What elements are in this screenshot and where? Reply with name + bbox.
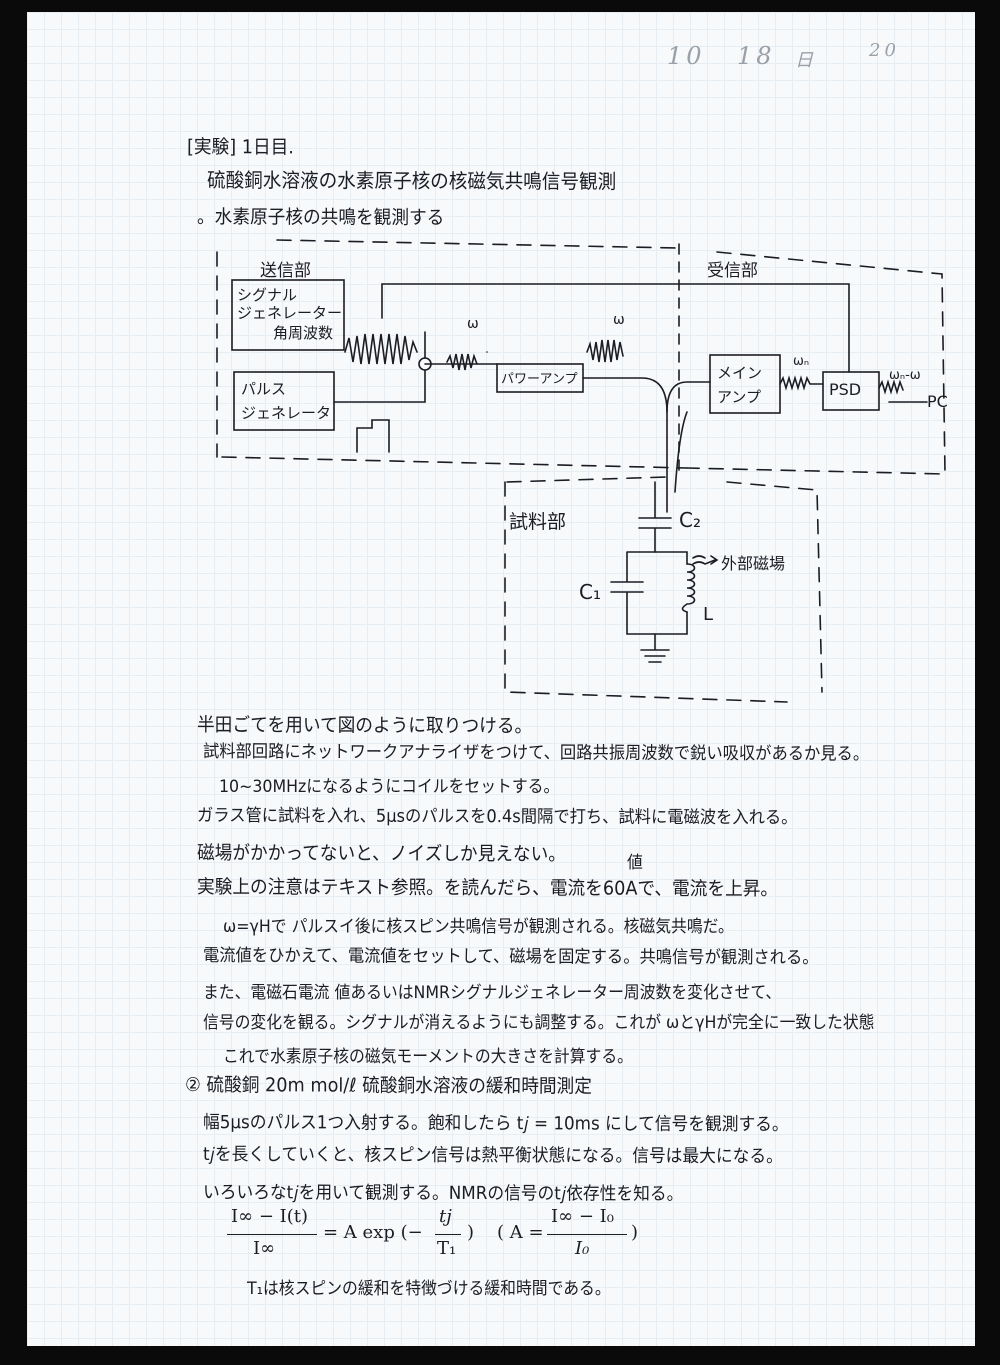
formula-close: ) [467,1222,475,1243]
formula-tj: tj [439,1206,452,1227]
signal-gen-label-3: 角周波数 [273,324,334,342]
note-line: 10~30MHzになるようにコイルをセットする。 [219,777,560,797]
pulse-gen-label-1: パルス [241,380,287,398]
note-line: ω=γHで パルスイ後に核スピン共鳴信号が観測される。核磁気共鳴だ。 [223,917,734,937]
main-amp-label-1: メイン [717,364,763,382]
note-line: ガラス管に試料を入れ、5μsのパルスを0.4s間隔で打ち、試料に電磁波を入れる。 [196,806,798,829]
section2-line: いろいろなt𝑗を用いて観測する。NMRの信号のt𝑗依存性を知る。 [202,1182,684,1205]
omega-label-2: ω [613,312,625,328]
note-line: 電流値をひかえて、電流値をセットして、磁場を固定する。共鳴信号が観測される。 [202,946,819,969]
date-year: 20 [869,40,900,61]
note-line: 磁場がかかってないと、ノイズしか見えない。 [196,842,566,866]
signal-generator-box [231,279,345,351]
inductor-label: L [703,604,714,625]
signal-gen-label-1: シグナル [237,286,298,304]
formula-lhs-denominator: I∞ [253,1238,276,1259]
section2-line: t𝑗を長くしていくと、核スピン信号は熱平衡状態になる。信号は最大になる。 [202,1144,783,1168]
capacitor-c2-label: C₂ [679,508,701,532]
formula-a-open: ( A = [497,1222,544,1243]
formula-t1: T₁ [437,1238,457,1259]
nmr-circuit-diagram [216,239,946,703]
note-line: これで水素原子核の磁気モーメントの大きさを計算する。 [223,1047,633,1067]
power-amp-label: パワーアンプ [501,372,578,387]
omega-n-label: ωₙ [793,354,810,369]
external-field-label: 外部磁場 [721,554,786,573]
psd-label: PSD [829,380,862,399]
note-annotation: 値 [627,853,643,873]
main-amp-label-2: アンプ [717,388,761,406]
psd-box [822,371,880,411]
section2-heading: ② 硫酸銅 20m mol/ℓ 硫酸銅水溶液の緩和時間測定 [184,1074,592,1098]
section2-line: 幅5μsのパルス1つ入射する。飽和したら t𝑗 = 10ms にして信号を観測す… [202,1112,789,1136]
formula-mid: = A exp (− [323,1222,423,1243]
omega-diff-label: ωₙ-ω [889,368,921,383]
capacitor-c1-label: C₁ [579,580,601,604]
pulse-generator-box [233,371,335,431]
pc-label: PC [927,392,948,411]
note-line: 信号の変化を観る。シグナルが消えるようにも調整する。これが ωとγHが完全に一致… [203,1013,875,1033]
formula-a-denominator: I₀ [575,1238,590,1259]
note-line: 半田ごてを用いて図のように取りつける。 [196,714,533,738]
formula-lhs-numerator: I∞ − I(t) [231,1206,309,1227]
pulse-gen-label-2: ジェネレータ [241,404,332,422]
formula-a-numerator: I∞ − I₀ [551,1206,614,1227]
date-day-unit: 日 [795,50,817,71]
omega-label-1: ω [467,316,479,332]
formula-a-bar [547,1234,627,1235]
transmit-section-label: 送信部 [260,261,311,281]
receive-section-label: 受信部 [707,261,758,281]
notebook-page: 10 18 日 20 [実験] 1日目. 硫酸銅水溶液の水素原子核の核磁気共鳴信… [27,12,975,1346]
sample-section-label: 試料部 [509,511,567,533]
date-month: 10 [667,42,706,70]
note-line: 試料部回路にネットワークアナライザをつけて、回路共振周波数で鋭い吸収があるか見る… [202,742,870,765]
note-line: 実験上の注意はテキスト参照。を読んだら、電流を60Aで、電流を上昇。 [196,876,779,901]
date-day: 18 [737,42,776,70]
section2-conclusion: T₁は核スピンの緩和を特徴づける緩和時間である。 [247,1279,611,1299]
note-line: また、電磁石電流 値あるいはNMRシグナルジェネレーター周波数を変化させて、 [203,983,782,1003]
formula-lhs-bar [227,1234,317,1235]
formula-a-close: ) [631,1222,639,1243]
formula-exp-bar [435,1234,461,1235]
signal-gen-label-2: ジェネレーター [237,304,343,322]
